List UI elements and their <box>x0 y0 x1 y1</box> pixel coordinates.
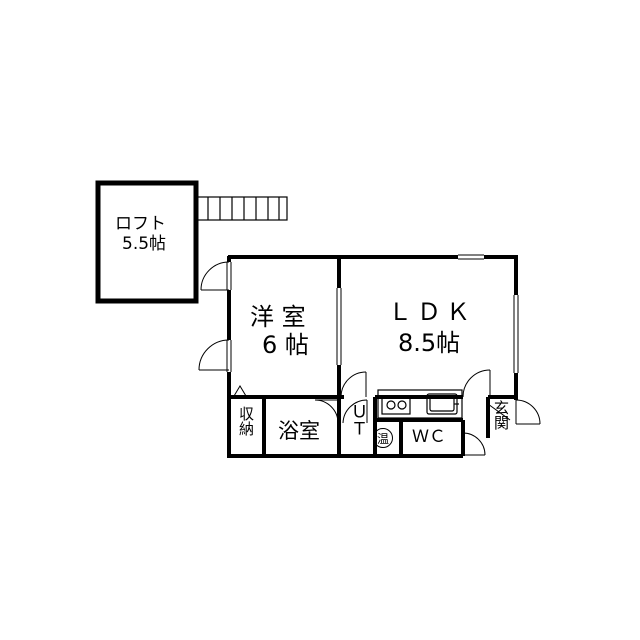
water-heater-name: 温 <box>376 431 389 446</box>
bath-name: 浴室 <box>278 419 320 443</box>
sliding-door-western-ldk <box>336 288 342 365</box>
loft-ladder <box>196 196 288 221</box>
window-left <box>226 262 232 372</box>
utility-name: ＵＴ <box>347 403 367 437</box>
window-right <box>513 295 519 373</box>
toilet-name: ＷＣ <box>412 427 446 447</box>
ldk-door-swings <box>340 369 491 398</box>
window-top <box>458 254 484 260</box>
storage-marker <box>233 385 247 397</box>
loft-wall <box>95 180 199 304</box>
ldk-name: ＬＤＫ <box>388 298 475 326</box>
left-door-swings <box>198 261 230 371</box>
ut-door-swing <box>342 399 368 424</box>
outer-walls <box>227 255 518 458</box>
wc-door-swing <box>462 432 486 456</box>
loft-name: ロフト <box>115 214 166 234</box>
storage-name: 収納 <box>237 406 255 436</box>
ldk-size: 8.5帖 <box>398 329 461 357</box>
kitchen-counter <box>377 389 463 419</box>
entrance-name: 玄関 <box>492 400 510 430</box>
western-room-size: 6 帖 <box>262 331 309 359</box>
entrance-door <box>487 399 541 425</box>
western-room-name: 洋 室 <box>250 303 306 331</box>
interior-walls <box>227 256 516 456</box>
loft-size: 5.5帖 <box>122 234 167 254</box>
bath-door-swing <box>314 399 339 424</box>
water-heater-mark: 温 <box>373 428 393 448</box>
